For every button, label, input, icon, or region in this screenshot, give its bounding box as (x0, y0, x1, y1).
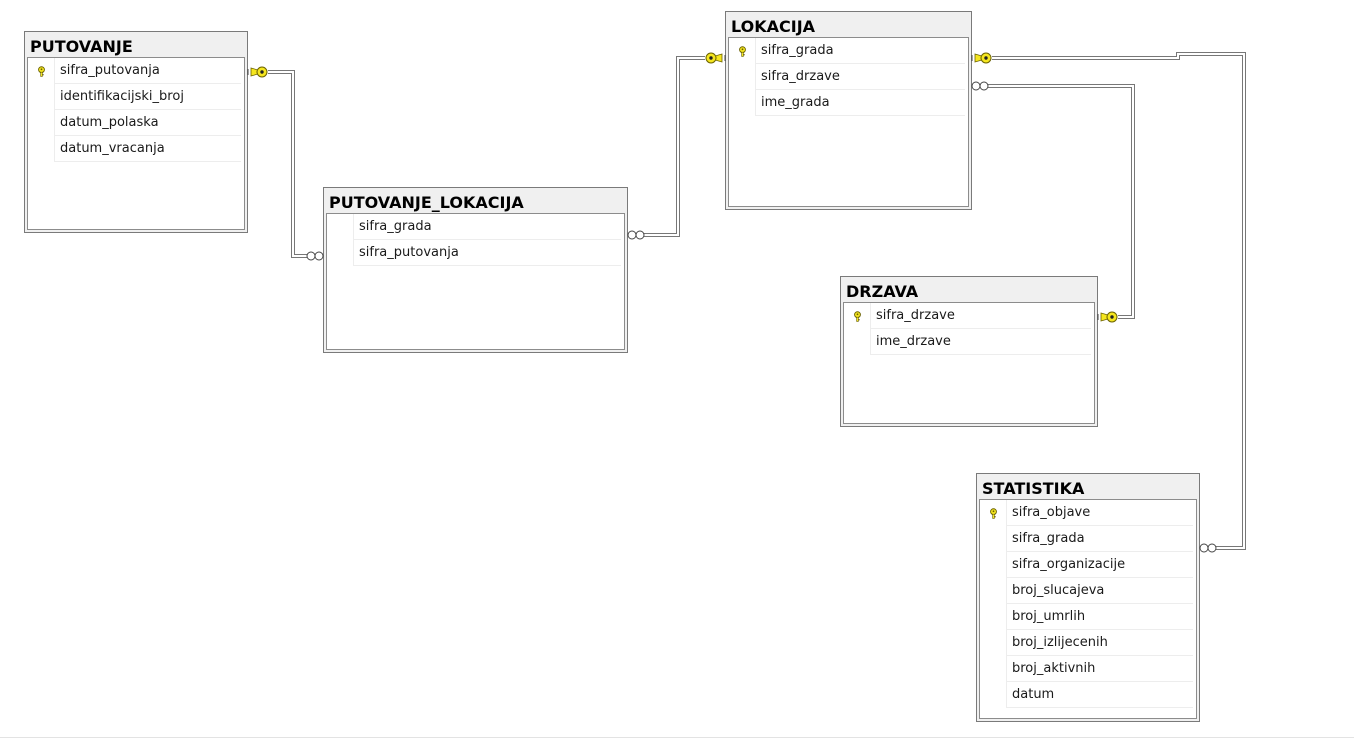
column-name: sifra_drzave (756, 64, 965, 90)
canvas-bottom-border (0, 737, 1354, 738)
column-row[interactable]: datum (980, 682, 1196, 708)
row-selector (980, 604, 1007, 630)
table-title: PUTOVANJE (30, 37, 133, 56)
column-row[interactable]: datum_vracanja (28, 136, 244, 162)
column-row[interactable]: sifra_grada (327, 214, 624, 240)
primary-key-icon (980, 500, 1007, 526)
column-row[interactable]: sifra_grada (980, 526, 1196, 552)
column-name: datum (1007, 682, 1193, 708)
column-name: sifra_objave (1007, 500, 1193, 526)
column-row[interactable]: broj_izlijecenih (980, 630, 1196, 656)
column-row[interactable]: sifra_objave (980, 500, 1196, 526)
table-title: STATISTIKA (982, 479, 1085, 498)
row-selector (28, 136, 55, 162)
column-name: datum_polaska (55, 110, 241, 136)
row-selector (980, 682, 1007, 708)
column-row[interactable]: sifra_drzave (729, 64, 968, 90)
column-row[interactable]: sifra_putovanja (28, 58, 244, 84)
column-name: ime_grada (756, 90, 965, 116)
column-name: sifra_drzave (871, 303, 1091, 329)
relationship-connector[interactable] (247, 66, 324, 261)
column-name: broj_umrlih (1007, 604, 1193, 630)
column-name: ime_drzave (871, 329, 1091, 355)
row-selector (980, 552, 1007, 578)
row-selector (729, 90, 756, 116)
column-name: sifra_grada (1007, 526, 1193, 552)
column-name: datum_vracanja (55, 136, 241, 162)
row-selector (980, 578, 1007, 604)
column-row[interactable]: broj_aktivnih (980, 656, 1196, 682)
primary-key-icon (729, 38, 756, 64)
column-row[interactable]: broj_umrlih (980, 604, 1196, 630)
column-name: sifra_organizacije (1007, 552, 1193, 578)
column-name: sifra_grada (756, 38, 965, 64)
row-selector (980, 630, 1007, 656)
row-selector (729, 64, 756, 90)
row-selector (844, 329, 871, 355)
column-name: broj_slucajeva (1007, 578, 1193, 604)
row-selector (28, 110, 55, 136)
column-row[interactable]: sifra_drzave (844, 303, 1094, 329)
row-selector (980, 656, 1007, 682)
column-row[interactable]: sifra_putovanja (327, 240, 624, 266)
column-row[interactable]: ime_grada (729, 90, 968, 116)
relationship-connector[interactable] (627, 52, 726, 240)
table-title: PUTOVANJE_LOKACIJA (329, 193, 524, 212)
column-row[interactable]: sifra_grada (729, 38, 968, 64)
row-selector (28, 84, 55, 110)
column-row[interactable]: ime_drzave (844, 329, 1094, 355)
column-name: identifikacijski_broj (55, 84, 241, 110)
column-row[interactable]: broj_slucajeva (980, 578, 1196, 604)
table-title: LOKACIJA (731, 17, 816, 36)
column-name: sifra_grada (354, 214, 621, 240)
column-name: broj_izlijecenih (1007, 630, 1193, 656)
table-title: DRZAVA (846, 282, 919, 301)
primary-key-icon (28, 58, 55, 84)
column-name: sifra_putovanja (354, 240, 621, 266)
column-name: sifra_putovanja (55, 58, 241, 84)
column-row[interactable]: datum_polaska (28, 110, 244, 136)
row-selector (980, 526, 1007, 552)
column-row[interactable]: identifikacijski_broj (28, 84, 244, 110)
column-row[interactable]: sifra_organizacije (980, 552, 1196, 578)
primary-key-icon (844, 303, 871, 329)
row-selector (327, 214, 354, 240)
column-name: broj_aktivnih (1007, 656, 1193, 682)
row-selector (327, 240, 354, 266)
